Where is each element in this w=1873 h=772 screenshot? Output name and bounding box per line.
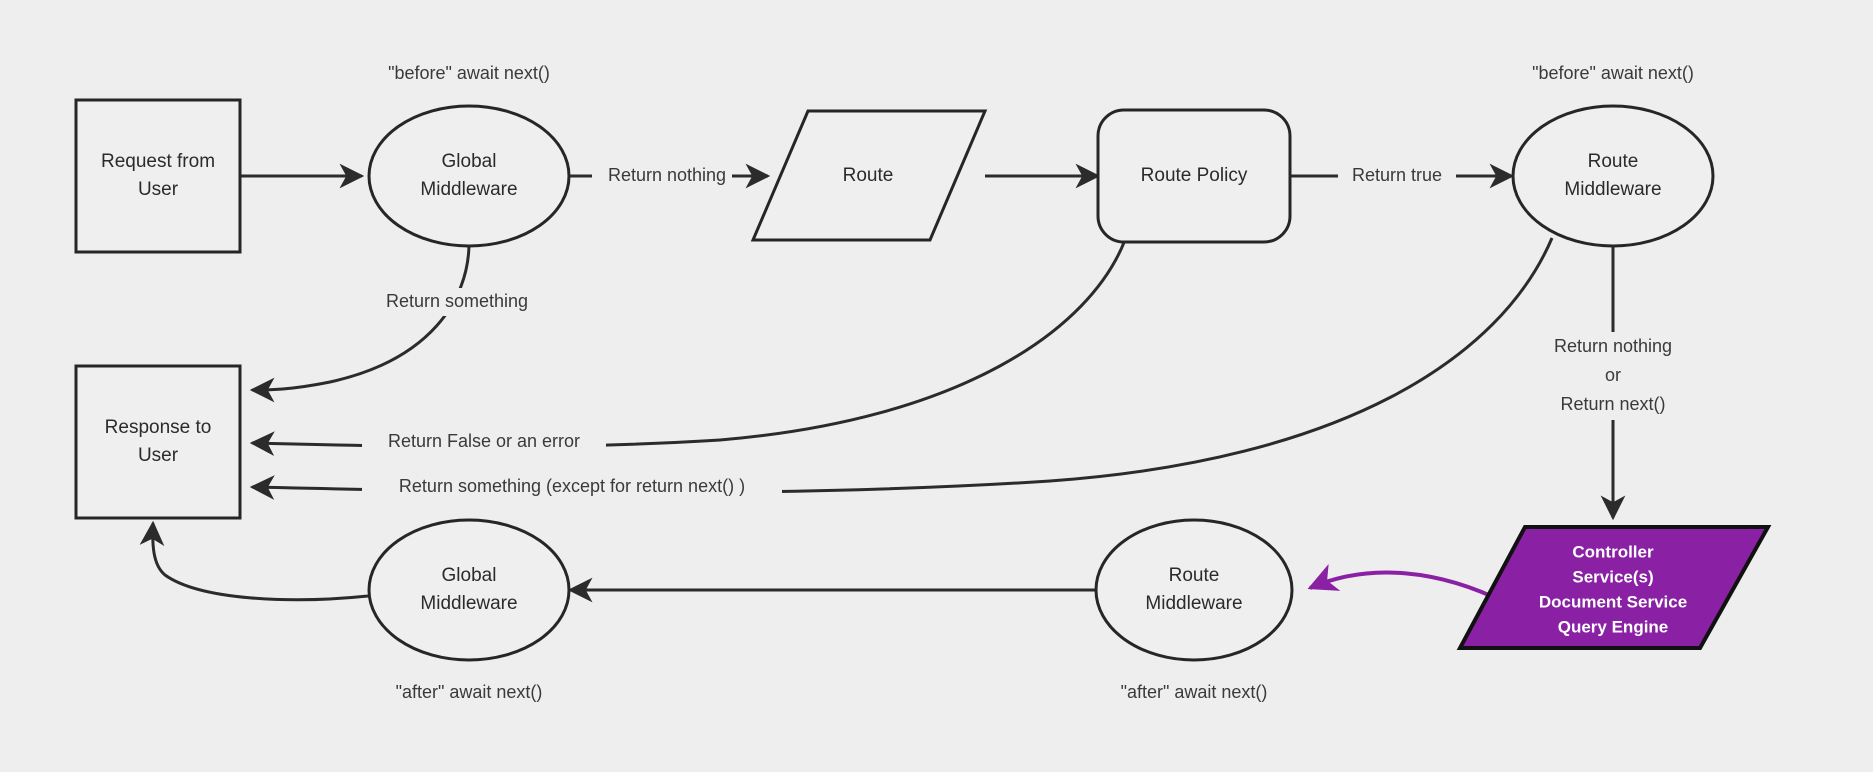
node-response-to-user-line1: Response to xyxy=(105,417,212,438)
node-global-middleware-top[interactable]: Global Middleware xyxy=(367,104,571,248)
annotation-after-await-next-global: "after" await next() xyxy=(396,682,543,702)
annotation-before-await-next-route: "before" await next() xyxy=(1532,63,1694,83)
edge-label-return-nothing: Return nothing xyxy=(608,165,726,185)
edge-label-return-nothing-or-next-line3: Return next() xyxy=(1560,394,1665,414)
edge-label-return-nothing-or-next-line2: or xyxy=(1605,365,1621,385)
edge-labels-group: Return nothing Return true Return someth… xyxy=(386,165,1672,496)
node-request-from-user[interactable]: Request from User xyxy=(74,98,242,254)
node-route-middleware-bottom-line1: Route xyxy=(1169,565,1220,586)
node-route-middleware-top-line2: Middleware xyxy=(1564,179,1661,200)
node-controller-services[interactable]: Controller Service(s) Document Service Q… xyxy=(1456,525,1772,650)
node-controller-services-line1: Controller xyxy=(1572,542,1654,561)
annotation-before-await-next-global: "before" await next() xyxy=(388,63,550,83)
node-route-label: Route xyxy=(843,165,894,186)
node-global-middleware-bottom-line2: Middleware xyxy=(420,593,517,614)
node-request-from-user-line2: User xyxy=(138,179,179,200)
edge-label-return-false-or-error: Return False or an error xyxy=(388,431,580,451)
node-route-policy-label: Route Policy xyxy=(1141,165,1248,186)
node-global-middleware-bottom[interactable]: Global Middleware xyxy=(367,518,571,662)
annotation-after-await-next-route: "after" await next() xyxy=(1121,682,1268,702)
node-route-middleware-top-line1: Route xyxy=(1588,151,1639,172)
node-global-middleware-top-line2: Middleware xyxy=(420,179,517,200)
edge-label-backings xyxy=(362,162,1696,501)
node-response-to-user[interactable]: Response to User xyxy=(74,364,242,520)
node-route[interactable]: Route xyxy=(750,109,988,242)
node-route-middleware-bottom-line2: Middleware xyxy=(1145,593,1242,614)
node-controller-services-line3: Document Service xyxy=(1539,592,1687,611)
node-controller-services-line2: Service(s) xyxy=(1572,567,1653,586)
edge-label-return-something: Return something xyxy=(386,291,528,311)
node-route-policy[interactable]: Route Policy xyxy=(1096,108,1292,244)
node-request-from-user-line1: Request from xyxy=(101,151,215,172)
node-global-middleware-top-line1: Global xyxy=(442,151,497,172)
node-route-middleware-bottom[interactable]: Route Middleware xyxy=(1094,518,1294,662)
node-route-middleware-top[interactable]: Route Middleware xyxy=(1511,104,1715,248)
edge-controller-to-route-middleware-bottom xyxy=(1307,563,1507,605)
edge-route-policy-to-response xyxy=(249,239,1127,456)
node-controller-services-line4: Query Engine xyxy=(1558,617,1669,636)
annotations-group: "before" await next() "before" await nex… xyxy=(388,63,1694,702)
edge-label-return-nothing-or-next-line1: Return nothing xyxy=(1554,336,1672,356)
edge-label-return-true: Return true xyxy=(1352,165,1442,185)
edge-global-middleware-bottom-to-response xyxy=(139,520,369,602)
node-response-to-user-line2: User xyxy=(138,445,179,466)
node-global-middleware-bottom-line1: Global xyxy=(442,565,497,586)
edge-global-middleware-to-response xyxy=(249,244,471,403)
edge-label-return-something-except-next: Return something (except for return next… xyxy=(399,476,745,496)
